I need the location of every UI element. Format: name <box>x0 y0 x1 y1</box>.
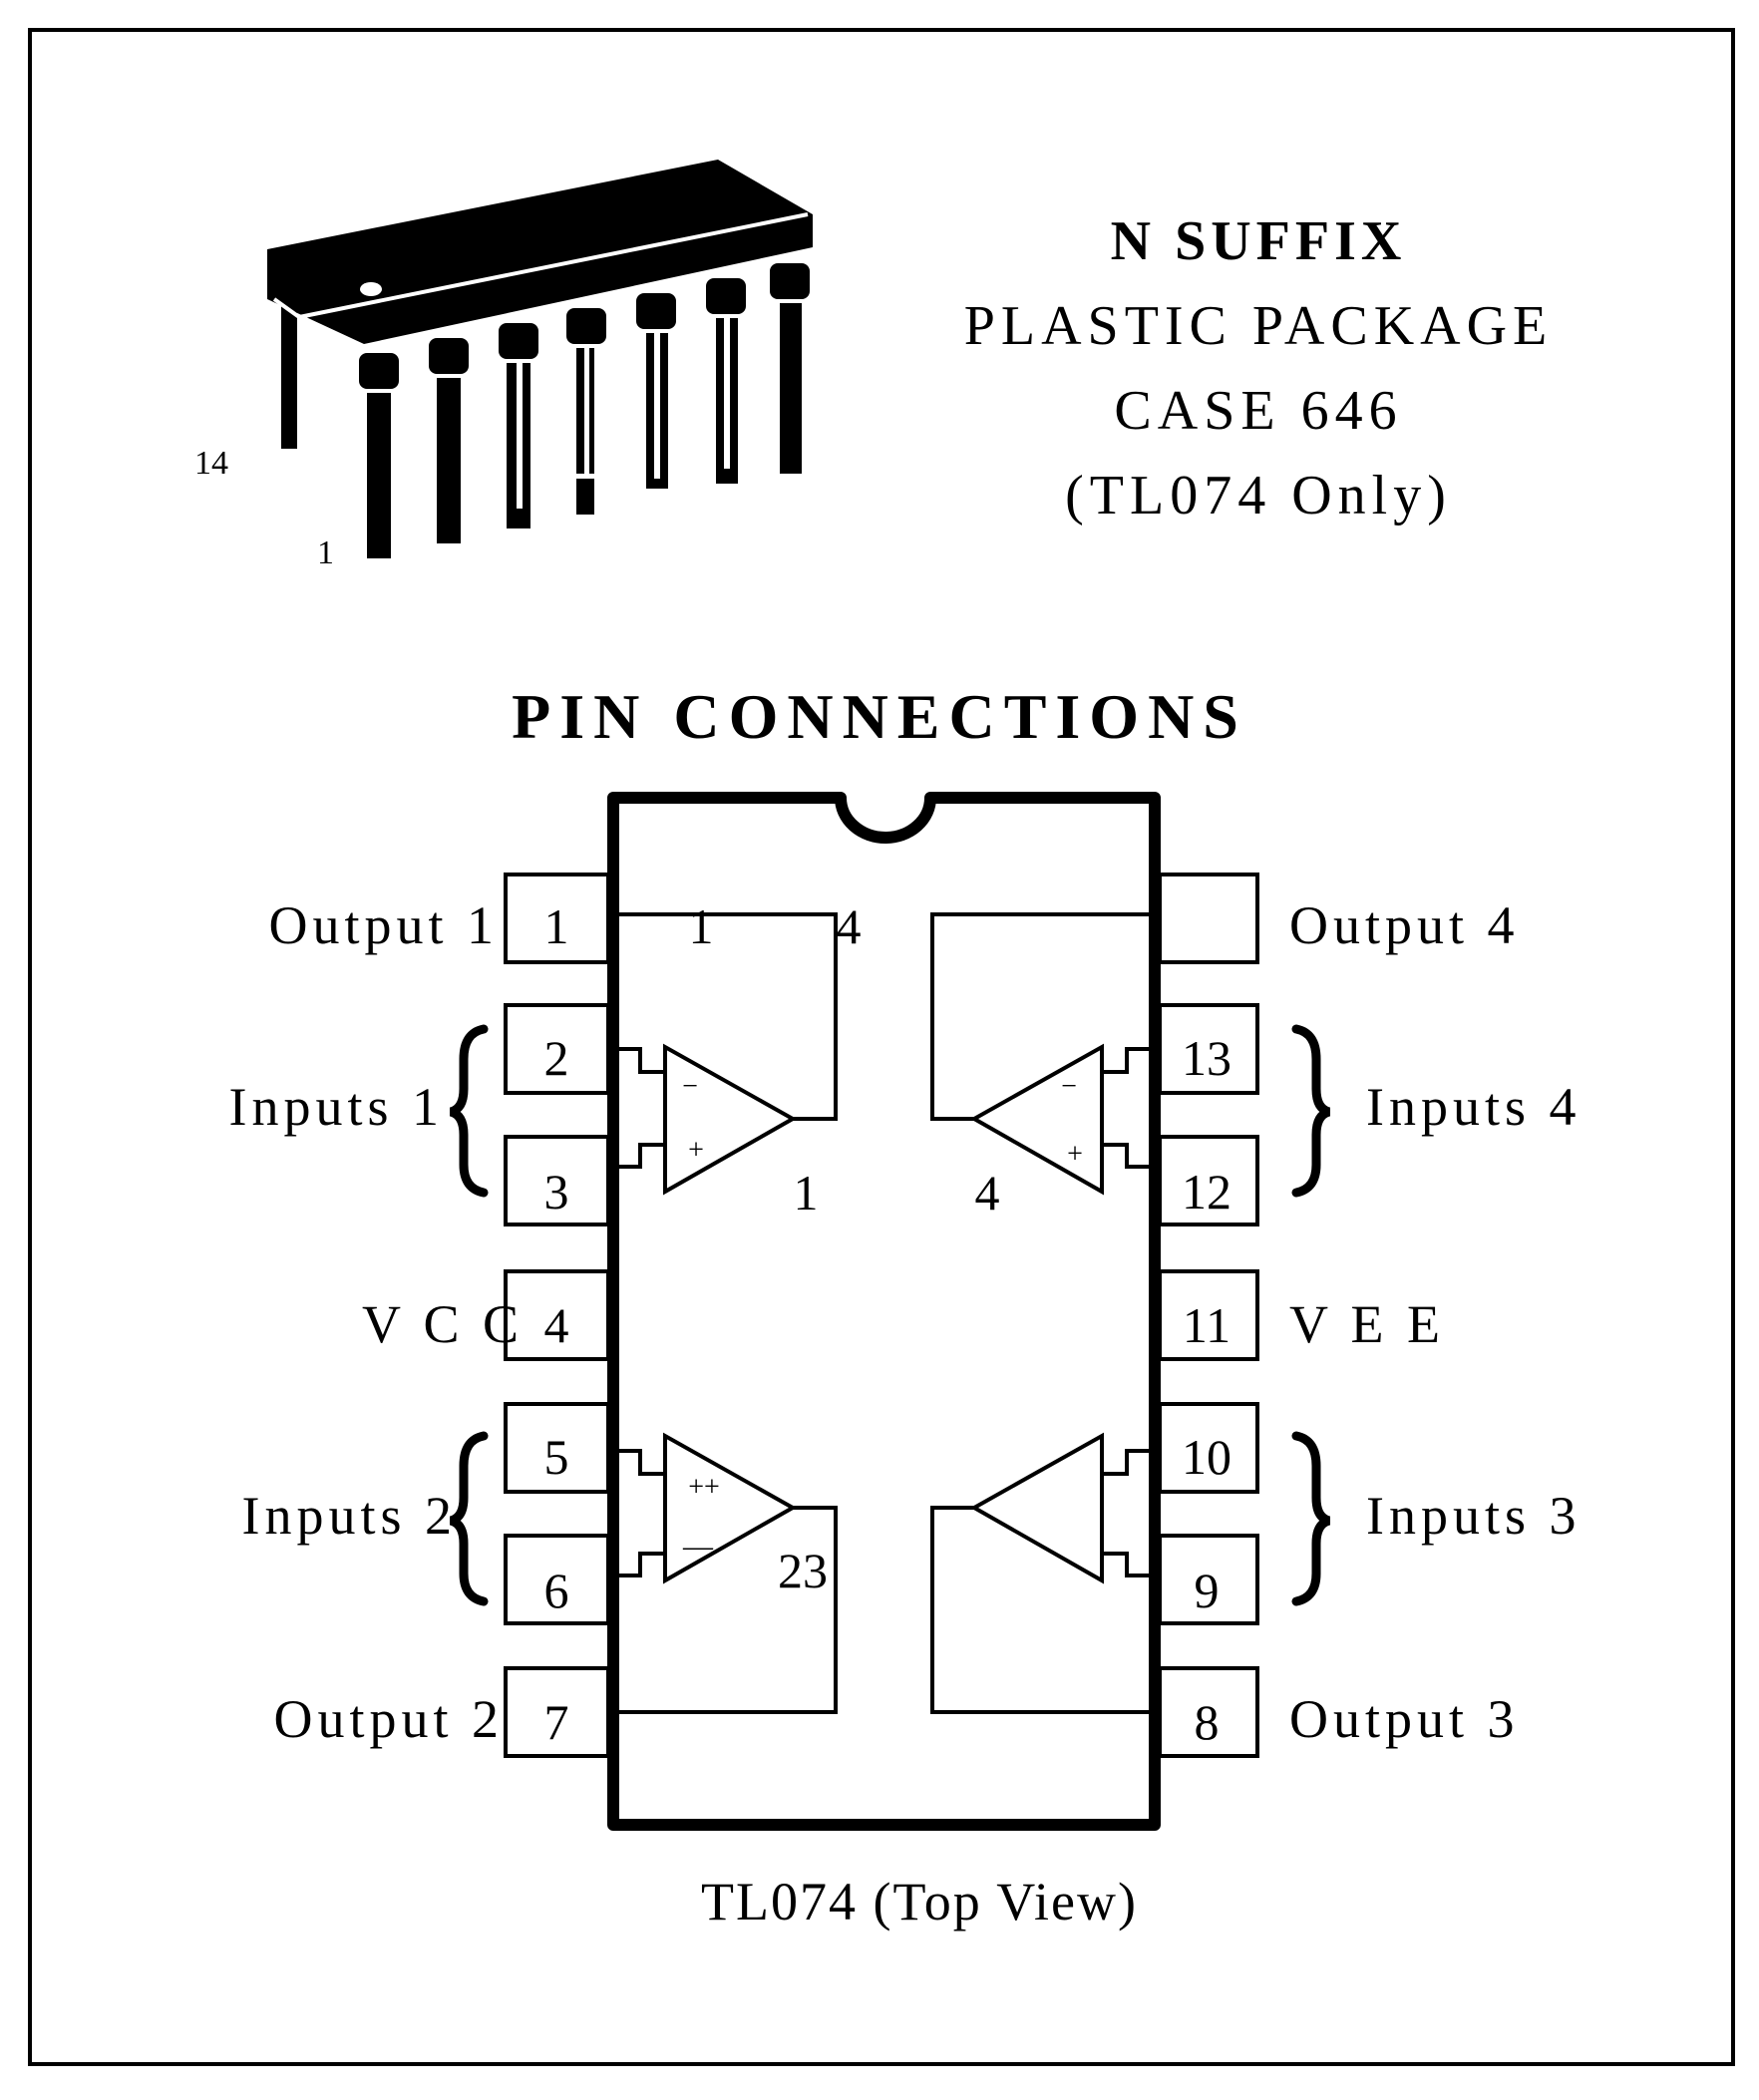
pin-number: 2 <box>544 1030 569 1086</box>
pin-number: 5 <box>544 1429 569 1485</box>
brace-inputs-2 <box>449 1431 489 1606</box>
brace-inputs-3 <box>1291 1431 1331 1606</box>
brace-inputs-1 <box>449 1024 489 1198</box>
pin-number: 6 <box>544 1563 569 1618</box>
pin-stub-11 <box>1158 1269 1259 1361</box>
pin-stub-2 <box>504 1003 610 1095</box>
pin-stub-3 <box>504 1135 610 1226</box>
package-title: N SUFFIX <box>1111 210 1407 272</box>
op-amp-2 <box>613 1432 838 1714</box>
pin-stub-9 <box>1158 1534 1259 1625</box>
pin-14-digit: 1 <box>689 898 714 954</box>
op-amp-1-minus: − <box>682 1071 698 1102</box>
pin-number: 13 <box>1182 1030 1231 1086</box>
pin-stub-12 <box>1158 1135 1259 1226</box>
pin-number: 10 <box>1182 1429 1231 1485</box>
op-amp-1-number: 1 <box>794 1165 819 1221</box>
op-amp-2-plus: ++ <box>688 1472 720 1503</box>
pin-stubs <box>504 873 1259 1758</box>
op-amp-1 <box>613 912 838 1196</box>
figure-frame <box>28 28 1735 2066</box>
op-amp-23-number: 23 <box>778 1543 828 1598</box>
op-amp-4 <box>930 912 1155 1196</box>
pin-14-digit: 4 <box>837 898 862 954</box>
section-title: PIN CONNECTIONS <box>512 681 1247 752</box>
pin-number: 11 <box>1183 1297 1231 1353</box>
pin-stub-14 <box>1158 873 1259 964</box>
input-group-label-3: Inputs 3 <box>1366 1486 1582 1546</box>
pin-stub-10 <box>1158 1402 1259 1494</box>
op-amp-4-plus: + <box>1067 1139 1083 1170</box>
pin-label-vee: V E E <box>1289 1294 1445 1354</box>
op-amp-3 <box>930 1432 1155 1714</box>
package-pin-label-1: 1 <box>317 534 334 571</box>
pin-label-output-3: Output 3 <box>1289 1689 1520 1749</box>
pin-label-output-4: Output 4 <box>1289 895 1520 955</box>
pin-number: 8 <box>1195 1694 1220 1750</box>
dip-package-illustration: 14 1 <box>194 160 814 571</box>
pin-stub-13 <box>1158 1003 1259 1095</box>
pin-stub-4 <box>504 1269 610 1361</box>
pin-number: 12 <box>1182 1164 1231 1220</box>
package-pin-label-14: 14 <box>194 445 228 482</box>
pin-label-vcc: V C C <box>362 1294 524 1354</box>
op-amp-2-minus: — <box>682 1530 714 1563</box>
pin-label-output-2: Output 2 <box>273 1689 504 1749</box>
pin-stub-8 <box>1158 1666 1259 1758</box>
input-group-label-1: Inputs 1 <box>229 1077 445 1137</box>
pin-number: 9 <box>1195 1563 1220 1618</box>
op-amp-4-minus: − <box>1061 1071 1077 1102</box>
pin-number: 4 <box>544 1297 569 1353</box>
package-case: CASE 646 <box>1114 380 1402 442</box>
input-group-label-4: Inputs 4 <box>1366 1077 1582 1137</box>
pin-stub-1 <box>504 873 610 964</box>
pin-stub-6 <box>504 1534 610 1625</box>
pin-number: 7 <box>544 1694 569 1750</box>
ic-body <box>607 792 1161 1831</box>
input-group-label-2: Inputs 2 <box>242 1486 458 1546</box>
op-amp-4-number: 4 <box>975 1165 1000 1221</box>
pin-stub-7 <box>504 1666 610 1758</box>
pin-number: 1 <box>544 898 569 954</box>
package-note: (TL074 Only) <box>1065 465 1452 526</box>
pin-number: 3 <box>544 1164 569 1220</box>
pin-stub-5 <box>504 1402 610 1494</box>
pin-numbers: 1 2 3 4 5 6 7 13 12 11 10 9 8 1 4 <box>544 898 1232 1750</box>
package-type: PLASTIC PACKAGE <box>964 295 1553 357</box>
op-amp-1-plus: + <box>688 1135 704 1166</box>
brace-inputs-4 <box>1291 1024 1331 1198</box>
diagram-caption: TL074 (Top View) <box>701 1872 1138 1931</box>
pin-label-output-1: Output 1 <box>268 895 499 955</box>
